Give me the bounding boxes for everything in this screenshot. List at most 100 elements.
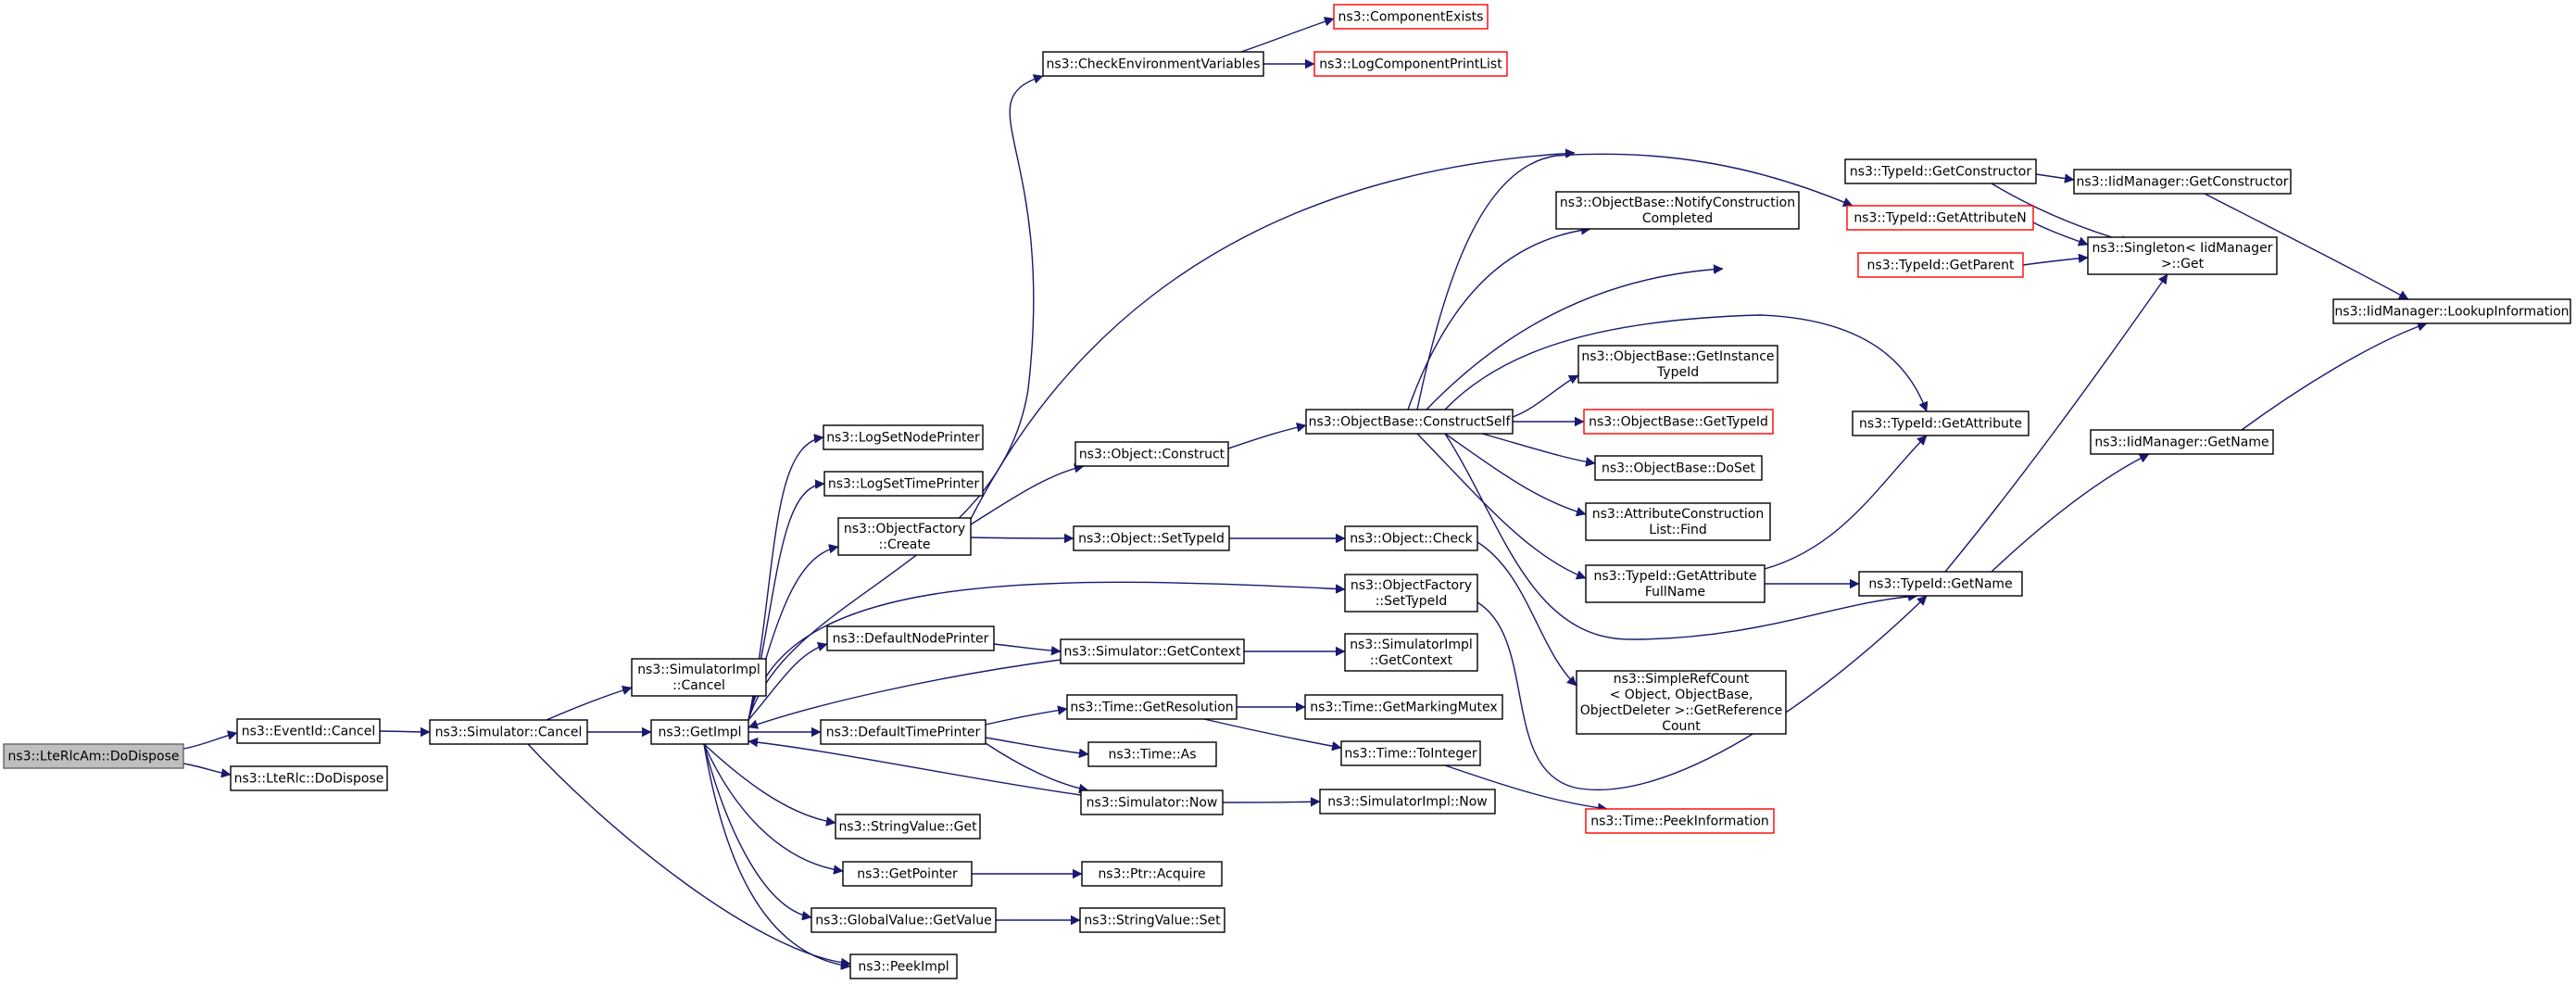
node-simimpl-getcontext[interactable]: ns3::SimulatorImpl::GetContext — [1344, 633, 1478, 672]
node-deftimeprinter[interactable]: ns3::DefaultTimePrinter — [820, 719, 986, 745]
node-logcompprint[interactable]: ns3::LogComponentPrintList — [1313, 51, 1508, 77]
node-box[interactable] — [1313, 51, 1508, 77]
node-logsetnode[interactable]: ns3::LogSetNodePrinter — [823, 424, 984, 450]
node-logsettime[interactable]: ns3::LogSetTimePrinter — [823, 471, 984, 497]
node-box[interactable] — [823, 424, 984, 450]
node-objbase-doset[interactable]: ns3::ObjectBase::DoSet — [1594, 455, 1763, 481]
node-objbase-notify[interactable]: ns3::ObjectBase::NotifyConstructionCompl… — [1555, 191, 1800, 230]
node-box[interactable] — [230, 765, 388, 791]
node-box[interactable] — [2332, 298, 2571, 324]
node-box[interactable] — [1074, 441, 1229, 467]
node-getpointer[interactable]: ns3::GetPointer — [842, 861, 973, 887]
node-box[interactable] — [236, 718, 381, 744]
node-iidmgr-lookup[interactable]: ns3::IidManager::LookupInformation — [2332, 298, 2571, 324]
node-box[interactable] — [1583, 409, 1774, 435]
node-box[interactable] — [1576, 670, 1787, 735]
node-time-getres[interactable]: ns3::Time::GetResolution — [1066, 694, 1238, 720]
node-box[interactable] — [1858, 571, 2023, 597]
node-box[interactable] — [650, 719, 749, 745]
node-box[interactable] — [1344, 574, 1478, 612]
node-box[interactable] — [1304, 694, 1503, 720]
node-peekimpl[interactable]: ns3::PeekImpl — [849, 953, 958, 979]
node-box[interactable] — [631, 658, 767, 697]
node-box[interactable] — [820, 719, 986, 745]
node-sim-getcontext[interactable]: ns3::Simulator::GetContext — [1060, 638, 1245, 664]
node-getimpl[interactable]: ns3::GetImpl — [650, 719, 749, 745]
node-simplerefcount[interactable]: ns3::SimpleRefCount< Object, ObjectBase,… — [1576, 670, 1787, 735]
node-globalvalue-getvalue[interactable]: ns3::GlobalValue::GetValue — [810, 907, 997, 933]
node-box[interactable] — [1585, 502, 1771, 541]
node-time-as[interactable]: ns3::Time::As — [1087, 741, 1217, 767]
node-simimpl-now[interactable]: ns3::SimulatorImpl::Now — [1319, 789, 1496, 815]
node-box[interactable] — [1585, 564, 1766, 603]
node-box[interactable] — [1857, 252, 2024, 278]
node-box[interactable] — [1060, 638, 1245, 664]
node-box[interactable] — [1079, 907, 1225, 933]
node-box[interactable] — [2087, 236, 2278, 275]
node-box[interactable] — [849, 953, 958, 979]
node-box[interactable] — [2073, 169, 2292, 195]
node-box[interactable] — [1042, 51, 1264, 77]
node-box[interactable] — [823, 471, 984, 497]
node-box[interactable] — [1066, 694, 1238, 720]
node-box[interactable] — [1555, 191, 1800, 230]
node-time-tointeger[interactable]: ns3::Time::ToInteger — [1340, 740, 1481, 766]
node-sim-now[interactable]: ns3::Simulator::Now — [1080, 789, 1224, 815]
node-stringvalue-set[interactable]: ns3::StringValue::Set — [1079, 907, 1225, 933]
node-iidmgr-getconstructor[interactable]: ns3::IidManager::GetConstructor — [2073, 169, 2292, 195]
node-obj-check[interactable]: ns3::Object::Check — [1344, 525, 1478, 551]
node-box[interactable] — [1305, 409, 1514, 435]
node-typeid-getattribute[interactable]: ns3::TypeId::GetAttribute — [1852, 410, 2029, 436]
node-objfactory-settypeid[interactable]: ns3::ObjectFactory::SetTypeId — [1344, 574, 1478, 612]
node-objfactory-create[interactable]: ns3::ObjectFactory::Create — [837, 517, 972, 556]
node-box[interactable] — [1577, 345, 1778, 384]
node-box[interactable] — [429, 719, 588, 745]
node-box[interactable] — [1844, 158, 2037, 184]
node-box[interactable] — [1344, 525, 1478, 551]
node-box[interactable] — [835, 814, 981, 840]
node-ptr-acquire[interactable]: ns3::Ptr::Acquire — [1081, 861, 1223, 887]
node-typeid-getconstructor[interactable]: ns3::TypeId::GetConstructor — [1844, 158, 2037, 184]
node-root[interactable]: ns3::LteRlcAm::DoDispose — [3, 743, 184, 769]
node-defnodeprinter[interactable]: ns3::DefaultNodePrinter — [826, 625, 995, 651]
node-stringvalue-get[interactable]: ns3::StringValue::Get — [835, 814, 981, 840]
node-box[interactable] — [1333, 4, 1489, 30]
node-compexists[interactable]: ns3::ComponentExists — [1333, 4, 1489, 30]
node-box[interactable] — [837, 517, 972, 556]
node-iidmgr-getname[interactable]: ns3::IidManager::GetName — [2090, 429, 2274, 455]
node-box[interactable] — [1087, 741, 1217, 767]
node-box[interactable] — [842, 861, 973, 887]
node-objbase-constructself[interactable]: ns3::ObjectBase::ConstructSelf — [1305, 409, 1514, 435]
node-time-getmutex[interactable]: ns3::Time::GetMarkingMutex — [1304, 694, 1503, 720]
node-typeid-getattrn[interactable]: ns3::TypeId::GetAttributeN — [1846, 205, 2034, 231]
node-box[interactable] — [3, 743, 184, 769]
node-typeid-getparent[interactable]: ns3::TypeId::GetParent — [1857, 252, 2024, 278]
node-simimpl-cancel[interactable]: ns3::SimulatorImpl::Cancel — [631, 658, 767, 697]
node-typeid-getname[interactable]: ns3::TypeId::GetName — [1858, 571, 2023, 597]
node-eventid-cancel[interactable]: ns3::EventId::Cancel — [236, 718, 381, 744]
node-checkenv[interactable]: ns3::CheckEnvironmentVariables — [1042, 51, 1264, 77]
node-box[interactable] — [1344, 633, 1478, 672]
node-singleton-get[interactable]: ns3::Singleton< IidManager>::Get — [2087, 236, 2278, 275]
node-obj-settypeid[interactable]: ns3::Object::SetTypeId — [1073, 525, 1230, 551]
node-box[interactable] — [1852, 410, 2029, 436]
node-sim-cancel[interactable]: ns3::Simulator::Cancel — [429, 719, 588, 745]
node-box[interactable] — [810, 907, 997, 933]
node-box[interactable] — [2090, 429, 2274, 455]
node-box[interactable] — [826, 625, 995, 651]
node-box[interactable] — [1340, 740, 1481, 766]
node-box[interactable] — [1073, 525, 1230, 551]
node-box[interactable] — [1080, 789, 1224, 815]
node-objbase-gettypeid[interactable]: ns3::ObjectBase::GetTypeId — [1583, 409, 1774, 435]
node-box[interactable] — [1081, 861, 1223, 887]
node-box[interactable] — [1585, 808, 1775, 834]
node-obj-construct[interactable]: ns3::Object::Construct — [1074, 441, 1229, 467]
node-box[interactable] — [1319, 789, 1496, 815]
node-box[interactable] — [1594, 455, 1763, 481]
node-lterlc-dodispose[interactable]: ns3::LteRlc::DoDispose — [230, 765, 388, 791]
node-box[interactable] — [1846, 205, 2034, 231]
node-time-peekinfo[interactable]: ns3::Time::PeekInformation — [1585, 808, 1775, 834]
